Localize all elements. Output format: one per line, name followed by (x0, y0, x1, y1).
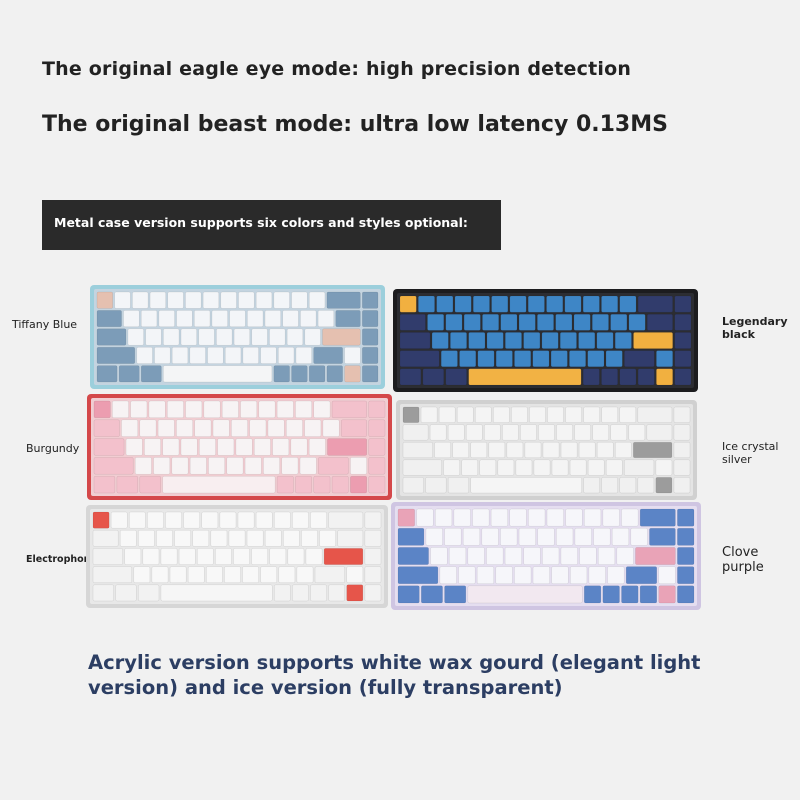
label-clove-purple: Clove purple (722, 545, 764, 575)
keyboard-electrophoresis-white (86, 505, 388, 608)
label-legendary-black: Legendary black (722, 315, 788, 341)
metal-case-banner: Metal case version supports six colors a… (42, 200, 501, 250)
headline-beast-mode: The original beast mode: ultra low laten… (42, 112, 668, 137)
headline-eagle-eye: The original eagle eye mode: high precis… (42, 58, 632, 80)
keyboard-legendary-black (393, 289, 698, 392)
label-tiffany-blue: Tiffany Blue (12, 318, 78, 331)
keyboard-burgundy (87, 394, 392, 500)
label-burgundy: Burgundy (26, 442, 80, 455)
label-electrophoresis-white: Electrophoresis white (26, 554, 143, 565)
acrylic-caption: Acrylic version supports white wax gourd… (88, 651, 701, 699)
keyboard-clove-purple (391, 502, 701, 610)
label-ice-crystal-silver: Ice crystal silver (722, 440, 779, 466)
keyboard-tiffany-blue (90, 285, 385, 389)
keyboard-ice-crystal-silver (396, 400, 697, 500)
